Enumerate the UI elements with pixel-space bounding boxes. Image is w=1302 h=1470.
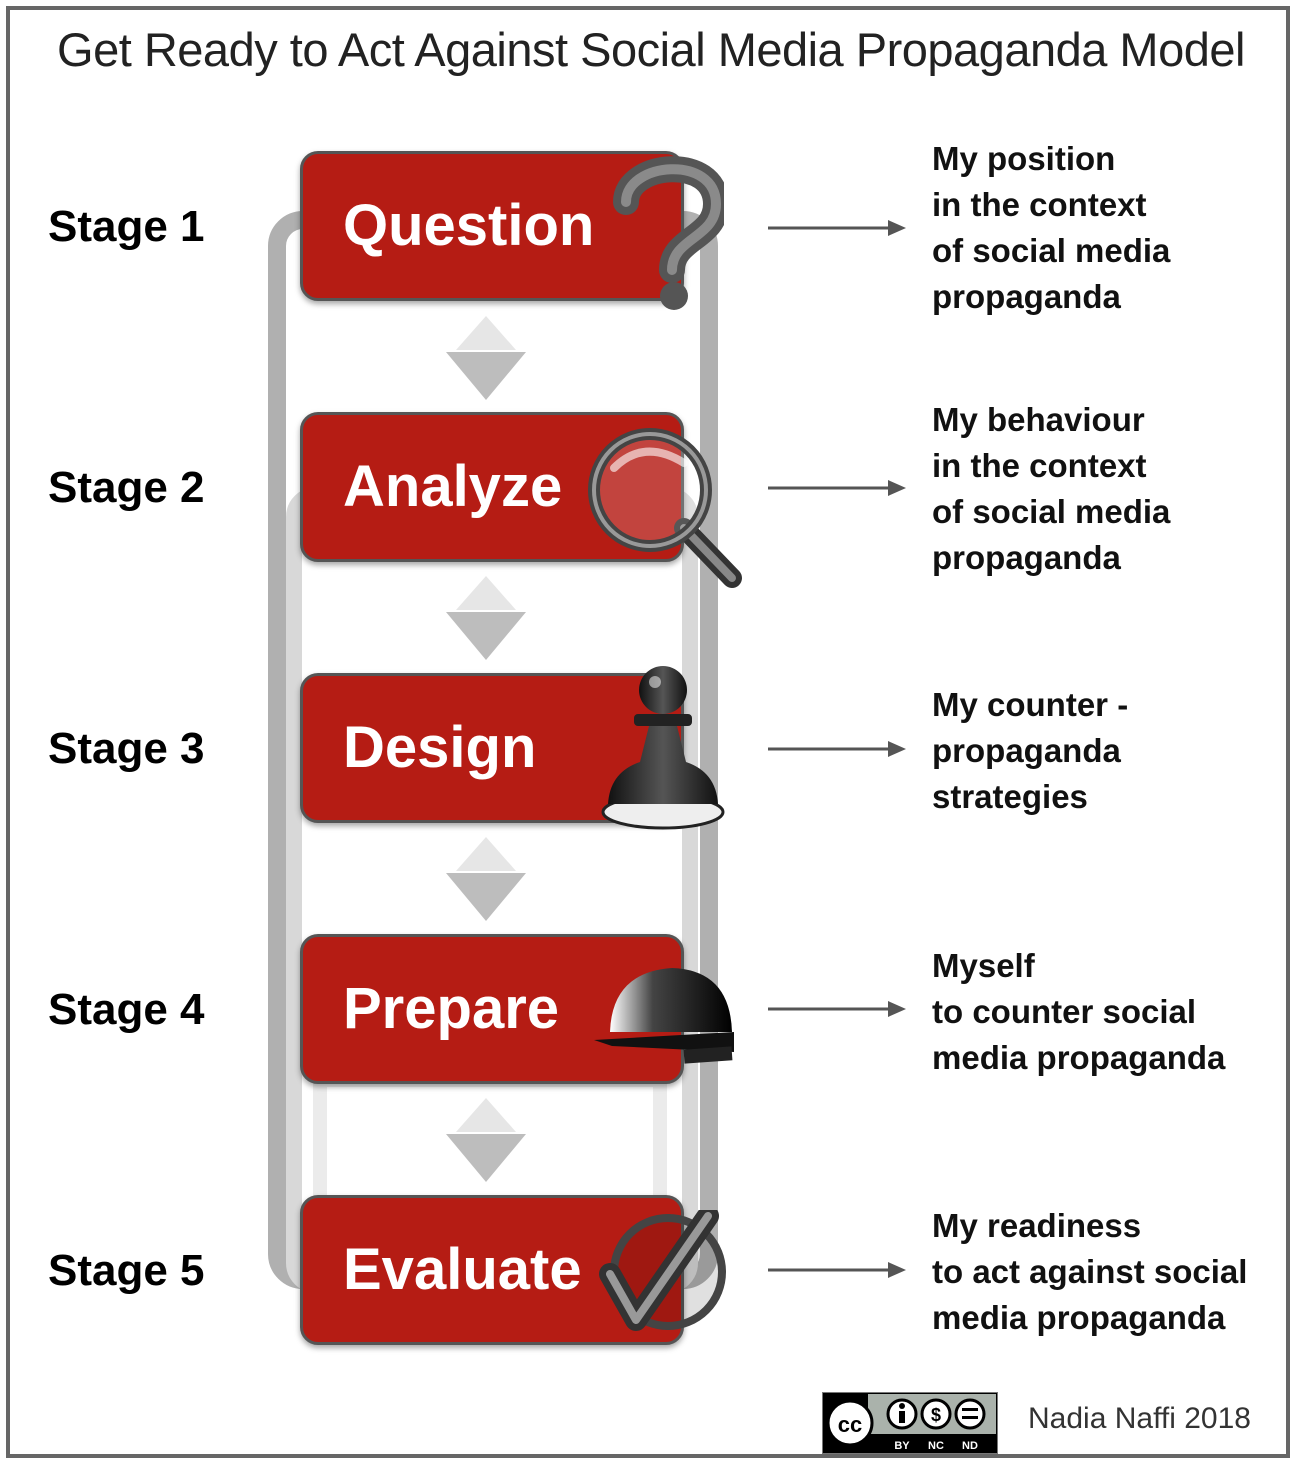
stage-4-label: Stage 4 — [48, 985, 205, 1034]
diagram-title: Get Ready to Act Against Social Media Pr… — [57, 23, 1245, 76]
stage-3-desc-line: strategies — [932, 778, 1088, 815]
checkmark-icon — [599, 1210, 726, 1331]
stage-3-arrow — [768, 741, 906, 757]
stage-1-box: Question — [300, 151, 684, 301]
stage-4-desc-line: to counter social — [932, 993, 1197, 1030]
stage-4-arrow — [768, 1001, 906, 1017]
cc-logo-text: cc — [838, 1412, 862, 1437]
svg-text:$: $ — [931, 1405, 941, 1425]
cc-license-badge: cc $ BY NC ND — [822, 1392, 998, 1454]
stage-5-desc-line: My readiness — [932, 1207, 1142, 1244]
stage-1-desc-line: in the context — [932, 186, 1147, 223]
stage-5-label: Stage 5 — [48, 1246, 205, 1295]
stage-3-step: Design — [343, 715, 537, 780]
cc-tag-nd: ND — [962, 1440, 978, 1452]
stage-1-description: My position in the context of social med… — [932, 136, 1170, 320]
stage-3-label: Stage 3 — [48, 724, 205, 773]
cc-tag-by: BY — [894, 1440, 910, 1452]
stage-4-step: Prepare — [343, 976, 560, 1041]
stage-2-label: Stage 2 — [48, 463, 205, 512]
stage-1-desc-line: My position — [932, 140, 1116, 177]
magnifying-glass-icon — [588, 428, 742, 588]
stage-2-step: Analyze — [343, 454, 563, 519]
stage-1-desc-line: propaganda — [932, 278, 1121, 315]
stage-5-desc-line: media propaganda — [932, 1299, 1226, 1336]
flow-arrows — [446, 316, 526, 1182]
stage-5-description: My readiness to act against social media… — [932, 1203, 1247, 1341]
stage-5-desc-line: to act against social — [932, 1253, 1248, 1290]
stage-1-step: Question — [343, 193, 595, 258]
author-credit: Nadia Naffi 2018 — [1028, 1402, 1251, 1435]
stage-5-step: Evaluate — [343, 1237, 582, 1302]
stage-1-desc-line: of social media — [932, 232, 1171, 269]
question-mark-icon — [613, 156, 724, 310]
stage-3-desc-line: My counter - — [932, 686, 1129, 723]
stage-3-desc-line: propaganda — [932, 732, 1121, 769]
cc-tag-nc: NC — [928, 1440, 944, 1452]
chess-pawn-icon — [601, 666, 725, 830]
stage-4-description: Myself to counter social media propagand… — [932, 943, 1225, 1081]
stage-4-desc-line: Myself — [932, 947, 1035, 984]
stage-2-desc-line: of social media — [932, 493, 1171, 530]
stage-1-label: Stage 1 — [48, 202, 205, 251]
stage-1-arrow — [768, 220, 906, 236]
stage-2-desc-line: propaganda — [932, 539, 1121, 576]
stage-3-description: My counter - propaganda strategies — [932, 682, 1128, 820]
hard-hat-icon — [594, 968, 734, 1064]
stage-4-desc-line: media propaganda — [932, 1039, 1226, 1076]
stage-2-description: My behaviour in the context of social me… — [932, 397, 1170, 581]
stage-2-desc-line: My behaviour — [932, 401, 1145, 438]
stage-5-arrow — [768, 1262, 906, 1278]
stage-2-desc-line: in the context — [932, 447, 1147, 484]
stage-2-arrow — [768, 480, 906, 496]
